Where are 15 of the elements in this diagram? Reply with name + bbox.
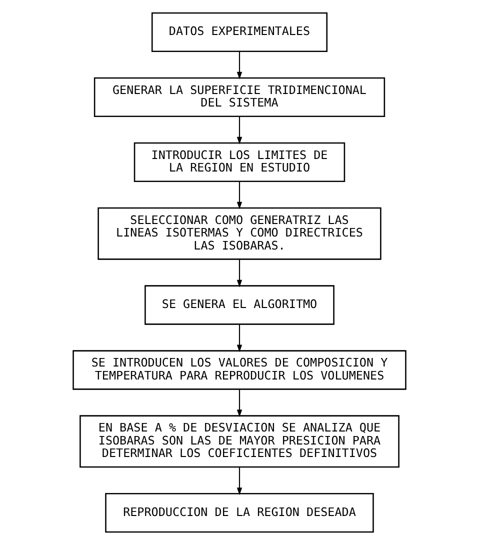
node-box: SELECCIONAR COMO GENERATRIZ LAS LINEAS ISOTERMAS Y COMO DIRECTRICES LAS ISOBARAS. (98, 207, 382, 260)
node-box: SE GENERA EL ALGORITMO (144, 285, 334, 325)
arrow (236, 324, 242, 352)
node-box: INTRODUCIR LOS LIMITES DE LA REGION EN ESTUDIO (134, 142, 346, 182)
node-box: REPRODUCCION DE LA REGION DESEADA (105, 492, 374, 533)
arrow (236, 259, 242, 288)
node-box: DATOS EXPERIMENTALES (151, 12, 328, 52)
node-box: SE INTRODUCEN LOS VALORES DE COMPOSICION Y TEMPERATURA PARA REPRODUCIR LOS VOLUMENES (72, 350, 406, 390)
arrow (236, 467, 242, 496)
arrow (236, 51, 242, 80)
node-box: EN BASE A % DE DESVIACION SE ANALIZA QUE ISOBARAS SON LAS DE MAYOR PRESICION PARA DETERMINAR LOS COEFICIENTES DEFINITIVOS (80, 415, 400, 468)
node-box: GENERAR LA SUPERFICIE TRIDIMENCIONAL DEL SISTEMA (94, 77, 386, 118)
arrow (236, 389, 242, 418)
arrow (236, 181, 242, 210)
arrow (236, 116, 242, 144)
